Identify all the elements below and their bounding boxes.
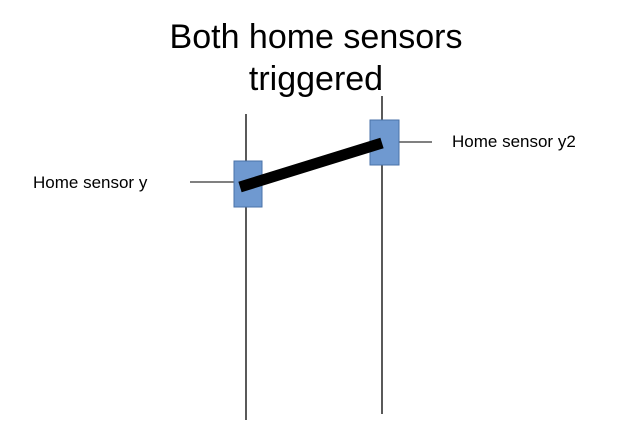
left-sensor-label: Home sensor y [33, 173, 148, 192]
title-line-2: triggered [248, 60, 384, 98]
title-line-1: Both home sensors [169, 18, 463, 56]
diagram-title: Both home sensors triggered [0, 16, 632, 100]
right-sensor-label: Home sensor y2 [452, 132, 576, 151]
gantry-bar [238, 137, 384, 193]
